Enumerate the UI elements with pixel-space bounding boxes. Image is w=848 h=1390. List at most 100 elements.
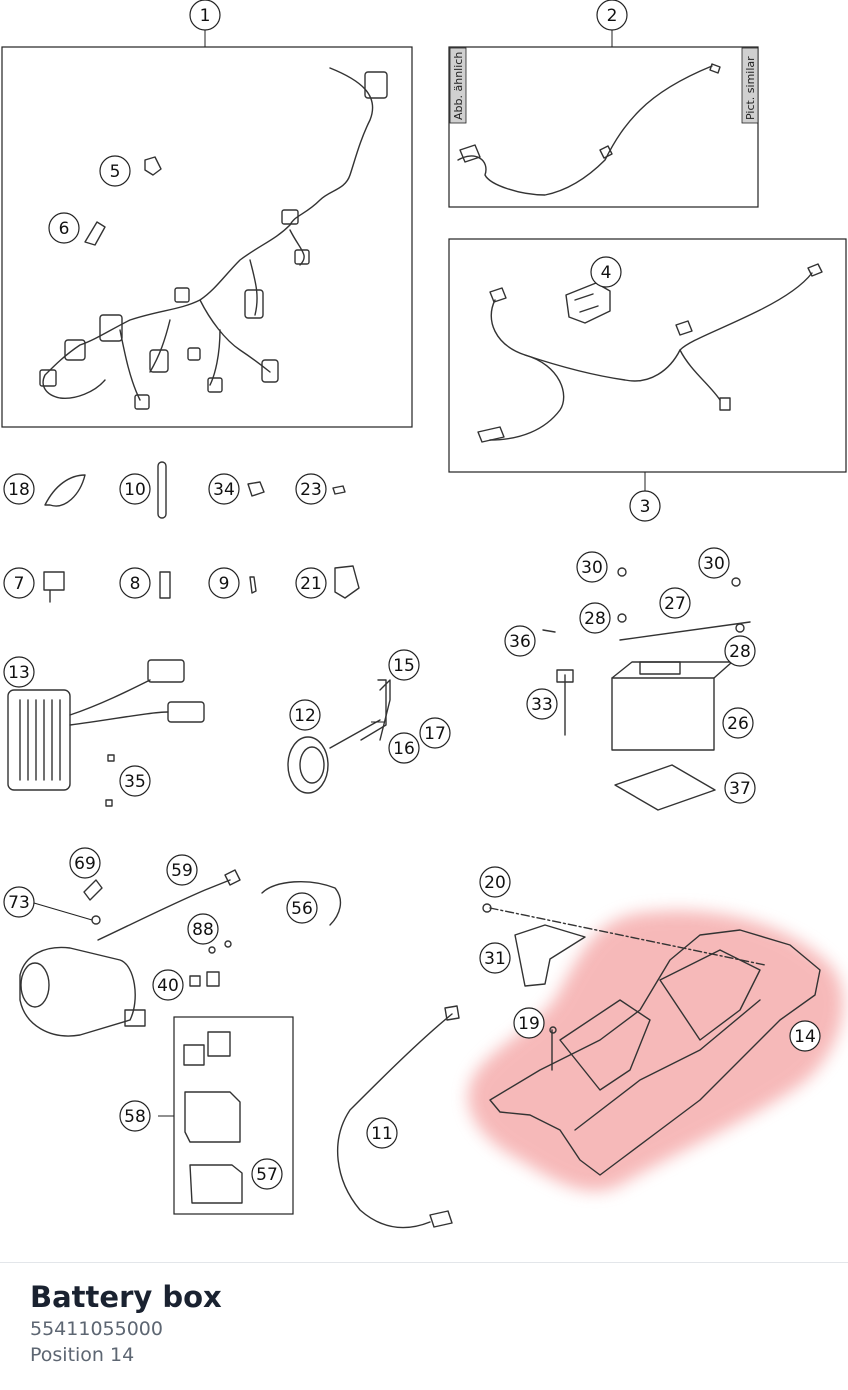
main-wiring-harness — [42, 67, 374, 399]
callout-label: 19 — [518, 1014, 540, 1034]
part-4-bracket — [565, 282, 611, 324]
callout-c21[interactable]: 21 — [295, 567, 327, 599]
callout-c23[interactable]: 23 — [295, 473, 327, 505]
callout-label: 11 — [371, 1124, 393, 1144]
callout-c30b[interactable]: 30 — [698, 547, 730, 579]
callout-label: 35 — [124, 772, 146, 792]
part-21-sketch — [334, 565, 360, 599]
callout-label: 27 — [664, 594, 686, 614]
callout-c4[interactable]: 4 — [590, 256, 622, 288]
part-59-cable — [97, 879, 231, 941]
part-6-sketch — [84, 221, 106, 246]
callout-label: 58 — [124, 1107, 146, 1127]
callout-c88[interactable]: 88 — [187, 913, 219, 945]
callout-c58[interactable]: 58 — [119, 1100, 151, 1132]
callout-label: 56 — [291, 899, 313, 919]
callout-label: 15 — [393, 656, 415, 676]
callout-c35[interactable]: 35 — [119, 765, 151, 797]
callout-c26[interactable]: 26 — [722, 707, 754, 739]
callout-label: 16 — [393, 739, 415, 759]
callout-label: 73 — [8, 893, 30, 913]
callout-c69[interactable]: 69 — [69, 847, 101, 879]
callout-label: 40 — [157, 976, 179, 996]
callout-label: 34 — [213, 480, 235, 500]
callout-c15[interactable]: 15 — [388, 649, 420, 681]
callout-label: 57 — [256, 1165, 278, 1185]
callout-c10[interactable]: 10 — [119, 473, 151, 505]
callout-c2[interactable]: 2 — [596, 0, 628, 31]
part-11-cable — [337, 1013, 453, 1229]
callout-label: 88 — [192, 920, 214, 940]
callout-c34[interactable]: 34 — [208, 473, 240, 505]
wiring-harness-2 — [457, 65, 713, 196]
callout-label: 8 — [130, 574, 141, 594]
callout-label: 9 — [219, 574, 230, 594]
callout-c9[interactable]: 9 — [208, 567, 240, 599]
callout-c6[interactable]: 6 — [48, 212, 80, 244]
callout-c28a[interactable]: 28 — [579, 602, 611, 634]
side-label-right: Pict. similar — [744, 56, 757, 120]
part-position: Position 14 — [30, 1344, 135, 1366]
callout-label: 4 — [601, 263, 612, 283]
callout-c11[interactable]: 11 — [366, 1117, 398, 1149]
callout-c40[interactable]: 40 — [152, 969, 184, 1001]
callout-label: 31 — [484, 949, 506, 969]
callout-label: 69 — [74, 854, 96, 874]
callout-c17[interactable]: 17 — [419, 717, 451, 749]
frame-harness-2 — [448, 46, 759, 208]
callout-label: 28 — [584, 609, 606, 629]
battery-cover-sketch — [614, 764, 716, 811]
battery-box-sketch — [489, 929, 821, 1176]
horn-sketch — [287, 736, 329, 794]
callout-c8[interactable]: 8 — [119, 567, 151, 599]
callout-label: 14 — [794, 1027, 816, 1047]
part-9-sketch — [249, 576, 257, 594]
callout-label: 2 — [607, 6, 618, 26]
part-8-sketch — [159, 571, 171, 599]
callout-label: 20 — [484, 873, 506, 893]
wiring-harness-3 — [490, 272, 813, 382]
callout-c73[interactable]: 73 — [3, 886, 35, 918]
regulator-sketch — [7, 689, 71, 791]
part-23-sketch — [332, 485, 346, 495]
callout-label: 26 — [727, 714, 749, 734]
callout-c28b[interactable]: 28 — [724, 635, 756, 667]
callout-c1[interactable]: 1 — [189, 0, 221, 31]
part-5-sketch — [144, 156, 162, 176]
callout-c31[interactable]: 31 — [479, 942, 511, 974]
callout-label: 17 — [424, 724, 446, 744]
callout-c20[interactable]: 20 — [479, 866, 511, 898]
callout-c36[interactable]: 36 — [504, 625, 536, 657]
strap-sketch — [157, 461, 167, 519]
callout-label: 28 — [729, 642, 751, 662]
callout-c16[interactable]: 16 — [388, 732, 420, 764]
callout-c59[interactable]: 59 — [166, 854, 198, 886]
callout-c56[interactable]: 56 — [286, 892, 318, 924]
callout-c7[interactable]: 7 — [3, 567, 35, 599]
callout-label: 3 — [640, 497, 651, 517]
callout-c14[interactable]: 14 — [789, 1020, 821, 1052]
callout-c33[interactable]: 33 — [526, 688, 558, 720]
callout-c5[interactable]: 5 — [99, 155, 131, 187]
callout-c19[interactable]: 19 — [513, 1007, 545, 1039]
callout-c37[interactable]: 37 — [724, 772, 756, 804]
parts-diagram: Abb. ähnlich Pict. similar — [1, 0, 847, 1229]
part-title: Battery box — [30, 1280, 222, 1314]
callout-label: 37 — [729, 779, 751, 799]
callout-c12[interactable]: 12 — [289, 699, 321, 731]
callout-label: 5 — [110, 162, 121, 182]
callout-c27[interactable]: 27 — [659, 587, 691, 619]
starter-motor-sketch — [19, 946, 136, 1037]
callout-c13[interactable]: 13 — [3, 656, 35, 688]
callout-c57[interactable]: 57 — [251, 1158, 283, 1190]
callout-c3[interactable]: 3 — [629, 490, 661, 522]
callout-label: 6 — [59, 219, 70, 239]
callout-c18[interactable]: 18 — [3, 473, 35, 505]
frame-harness-3 — [448, 238, 847, 473]
callout-label: 7 — [14, 574, 25, 594]
battery-box-highlight[interactable] — [468, 910, 844, 1191]
callout-c30a[interactable]: 30 — [576, 551, 608, 583]
callout-label: 30 — [581, 558, 603, 578]
part-info-panel: Battery box 55411055000 Position 14 — [30, 1278, 222, 1368]
